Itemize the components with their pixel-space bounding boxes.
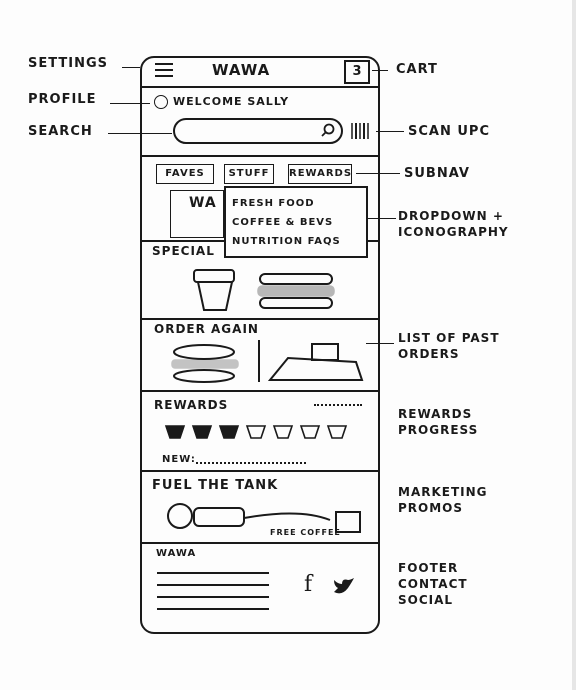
annotation-search: SEARCH [28, 124, 93, 139]
free-coffee-label: FREE COFFEE [270, 528, 341, 537]
annotation-line [110, 103, 150, 104]
banner-text: WA [189, 195, 217, 211]
reward-cup-filled [164, 425, 186, 439]
past-orders-icon[interactable] [166, 340, 366, 386]
footer-link[interactable] [157, 572, 269, 574]
rewards-new-label: NEW: [162, 454, 196, 465]
annotation-line [372, 70, 388, 71]
annotation-settings: SETTINGS [28, 56, 109, 71]
annotation-profile: PROFILE [28, 92, 97, 107]
divider [140, 155, 380, 157]
cart-button[interactable]: 3 [344, 60, 370, 84]
tab-faves[interactable]: FAVES [156, 164, 214, 184]
rewards-link[interactable] [314, 398, 362, 406]
divider [140, 86, 380, 88]
twitter-icon[interactable] [332, 576, 356, 596]
fuel-pump-icon[interactable] [150, 496, 376, 540]
divider [140, 470, 380, 472]
annotation-line [368, 218, 396, 219]
reward-cup-filled [191, 425, 213, 439]
app-title: WAWA [212, 61, 271, 79]
reward-cup-empty [272, 425, 294, 439]
barcode-scan-icon[interactable] [350, 122, 372, 140]
dropdown-item-coffee[interactable]: COFFEE & BEVS [232, 217, 334, 228]
profile-icon[interactable] [154, 95, 168, 109]
reward-cup-empty [299, 425, 321, 439]
annotation-subnav: SUBNAV [404, 166, 470, 181]
reward-cup-empty [245, 425, 267, 439]
divider [258, 340, 260, 382]
footer-brand: WAWA [156, 548, 197, 559]
tab-stuff[interactable]: STUFF [224, 164, 274, 184]
search-input[interactable] [173, 118, 343, 144]
divider [140, 318, 380, 320]
rewards-heading: REWARDS [154, 398, 229, 412]
rewards-new-text [196, 456, 306, 464]
hero-banner[interactable]: WA [170, 190, 224, 238]
annotation-cart: CART [396, 62, 438, 77]
menu-icon[interactable] [155, 63, 173, 81]
tab-rewards[interactable]: REWARDS [288, 164, 352, 184]
specials-products-icon[interactable] [188, 266, 348, 316]
footer-link[interactable] [157, 608, 269, 610]
search-icon[interactable] [321, 123, 335, 137]
promo-heading: FUEL THE TANK [152, 478, 279, 493]
rewards-progress-bar [164, 425, 348, 439]
reward-cup-filled [218, 425, 240, 439]
divider [140, 390, 380, 392]
reward-cup-empty [326, 425, 348, 439]
facebook-icon[interactable]: f [304, 572, 313, 597]
order-again-heading: ORDER AGAIN [154, 322, 259, 336]
welcome-text: WELCOME SALLY [173, 95, 290, 108]
dropdown-item-nutrition[interactable]: NUTRITION FAQS [232, 236, 341, 247]
phone-frame [140, 56, 380, 634]
annotation-footer: FOOTER CONTACT SOCIAL [398, 561, 468, 607]
annotation-line [376, 131, 404, 132]
annotation-past-orders: LIST OF PAST ORDERS [398, 331, 500, 361]
footer-link[interactable] [157, 596, 269, 598]
annotation-scan-upc: SCAN UPC [408, 124, 490, 139]
annotation-line [366, 343, 394, 344]
footer-link[interactable] [157, 584, 269, 586]
annotation-rewards-progress: REWARDS PROGRESS [398, 407, 479, 437]
divider [140, 542, 380, 544]
paper-edge [572, 0, 576, 690]
cart-count: 3 [352, 64, 362, 79]
dropdown-item-fresh-food[interactable]: FRESH FOOD [232, 198, 315, 209]
dropdown-menu: FRESH FOOD COFFEE & BEVS NUTRITION FAQS [224, 186, 368, 258]
annotation-dropdown: DROPDOWN + ICONOGRAPHY [398, 209, 509, 239]
annotation-line [122, 67, 140, 68]
specials-heading: SPECIAL [152, 244, 215, 258]
annotation-marketing: MARKETING PROMOS [398, 485, 488, 515]
